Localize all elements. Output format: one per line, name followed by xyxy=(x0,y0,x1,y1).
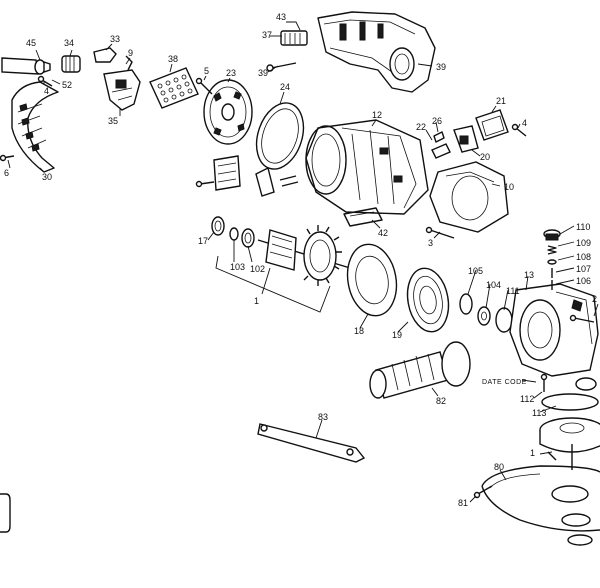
part-22-brush xyxy=(431,143,451,159)
label-2: 2 xyxy=(592,294,597,304)
part-104-bearing xyxy=(477,306,491,326)
label-33: 33 xyxy=(110,34,120,44)
part-103-washer xyxy=(229,227,239,241)
part-labels: 43 37 39 39 45 34 33 9 38 5 23 24 52 4 3… xyxy=(4,12,597,508)
label-83: 83 xyxy=(318,412,328,422)
part-5-screw-top xyxy=(195,77,213,95)
label-23: 23 xyxy=(226,68,236,78)
part-brush-box-right xyxy=(255,166,299,197)
label-43: 43 xyxy=(276,12,286,22)
label-81: 81 xyxy=(458,498,468,508)
part-18-fan-guide xyxy=(346,243,398,317)
label-4-left: 4 xyxy=(44,86,49,96)
part-34-spring xyxy=(61,55,81,73)
part-24-baffle xyxy=(255,102,305,170)
part-109-spring xyxy=(547,245,557,255)
part-113-flange xyxy=(575,377,597,391)
label-12: 12 xyxy=(372,110,382,120)
label-4-right: 4 xyxy=(522,118,527,128)
label-date-code: DATE CODE xyxy=(482,379,527,386)
part-edge-fragment xyxy=(0,493,11,533)
part-19-gear-ring xyxy=(406,267,450,333)
label-26: 26 xyxy=(432,116,442,126)
label-35: 35 xyxy=(108,116,118,126)
part-12-motor-housing xyxy=(305,119,429,215)
part-42-label xyxy=(343,207,383,227)
part-10-field xyxy=(429,161,509,233)
part-37-brush-holder xyxy=(280,30,308,46)
part-83-wrench xyxy=(257,423,366,463)
part-35-switch xyxy=(103,55,141,111)
label-80: 80 xyxy=(494,462,504,472)
label-37: 37 xyxy=(262,30,272,40)
label-17: 17 xyxy=(198,236,208,246)
label-45: 45 xyxy=(26,38,36,48)
label-82: 82 xyxy=(436,396,446,406)
part-82-side-handle xyxy=(369,341,471,399)
label-9: 9 xyxy=(128,48,133,58)
part-1-spindle-assembly xyxy=(539,417,600,470)
label-10: 10 xyxy=(504,182,514,192)
part-26-spring xyxy=(433,131,445,143)
part-30-handle-shell xyxy=(11,81,59,173)
label-113: 113 xyxy=(532,408,546,418)
part-105-circlip xyxy=(459,293,473,315)
part-38-filter xyxy=(149,67,199,109)
part-1-armature xyxy=(257,225,351,286)
label-110: 110 xyxy=(576,222,590,232)
label-20: 20 xyxy=(480,152,490,162)
label-106: 106 xyxy=(576,276,591,286)
part-113-gasket xyxy=(541,393,599,411)
part-110-cap xyxy=(543,229,561,241)
label-102: 102 xyxy=(250,264,265,274)
label-52: 52 xyxy=(62,80,72,90)
part-112-screw xyxy=(540,373,548,392)
label-103: 103 xyxy=(230,262,245,272)
part-108-washer xyxy=(547,259,557,265)
label-39-case: 39 xyxy=(436,62,446,72)
label-42: 42 xyxy=(378,228,388,238)
part-4-screw-left xyxy=(37,75,53,87)
part-39-gear-case xyxy=(317,11,436,93)
label-107: 107 xyxy=(576,264,591,274)
label-104: 104 xyxy=(486,280,501,290)
label-24: 24 xyxy=(280,82,290,92)
part-6-screw xyxy=(0,154,15,162)
label-5: 5 xyxy=(204,66,209,76)
label-3: 3 xyxy=(428,238,433,248)
part-3-screw xyxy=(425,226,455,239)
part-21-brush-cap xyxy=(475,109,509,141)
label-108: 108 xyxy=(576,252,591,262)
part-brush-box-left xyxy=(195,155,241,191)
leader-lines xyxy=(7,21,599,503)
label-38: 38 xyxy=(168,54,178,64)
part-111-ring xyxy=(495,307,513,333)
label-112: 112 xyxy=(520,394,534,404)
label-13: 13 xyxy=(524,270,534,280)
label-1-spindle: 1 xyxy=(530,448,535,458)
label-19: 19 xyxy=(392,330,402,340)
part-2-screw xyxy=(569,314,595,323)
part-102-bearing xyxy=(241,228,255,248)
part-4-screw-right xyxy=(511,123,527,137)
part-23-end-cap xyxy=(203,79,253,145)
label-109: 109 xyxy=(576,238,591,248)
part-80-guard xyxy=(481,465,600,546)
label-6: 6 xyxy=(4,168,9,178)
label-105: 105 xyxy=(468,266,483,276)
label-1-armature: 1 xyxy=(254,296,259,306)
part-45-lock-pin xyxy=(1,57,51,75)
part-13-gear-housing xyxy=(509,283,599,377)
label-18: 18 xyxy=(354,326,364,336)
label-39-screw: 39 xyxy=(258,68,268,78)
part-17-bearing xyxy=(211,216,225,236)
label-111: 111 xyxy=(506,286,520,296)
label-30: 30 xyxy=(42,172,52,182)
label-21: 21 xyxy=(496,96,506,106)
label-22: 22 xyxy=(416,122,426,132)
part-20-brush-holder xyxy=(453,125,479,153)
part-33-button xyxy=(93,47,117,63)
label-34: 34 xyxy=(64,38,74,48)
